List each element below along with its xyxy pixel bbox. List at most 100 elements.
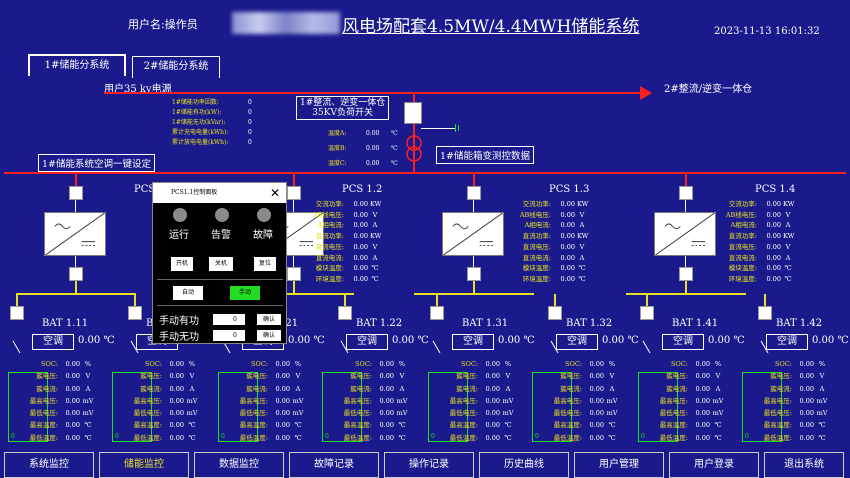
pcs-ac-breaker[interactable] (467, 186, 481, 200)
ac-temperature: 0.00 ℃ (392, 335, 429, 346)
bat-breaker[interactable] (640, 306, 654, 320)
battery-cell-icon[interactable]: 0 (218, 372, 258, 442)
pcs-data-unit: V (372, 210, 378, 219)
dest-label: 2#整流/逆变一体仓 (664, 84, 753, 95)
bat-data-key: 最低电压: (449, 409, 478, 418)
meter-key: 累计充电电量(kWh): (172, 129, 229, 136)
pcs-dc-breaker[interactable] (679, 267, 693, 281)
active-power-confirm-button[interactable]: 确认 (257, 314, 281, 325)
bat-data-value: 0.00 (799, 372, 814, 381)
pcs-dc-breaker[interactable] (69, 267, 83, 281)
bat-data-unit: ℃ (294, 421, 302, 430)
battery-cell-icon[interactable]: 0 (322, 372, 362, 442)
pcs-converter-icon[interactable] (654, 212, 716, 256)
bat-data-key: 最高电压: (449, 396, 478, 405)
ac-button[interactable]: 空调 (452, 334, 494, 350)
load-switch[interactable] (404, 102, 422, 124)
bat-breaker[interactable] (758, 306, 772, 320)
reset-button[interactable]: 复位 (254, 257, 276, 271)
bat-breaker[interactable] (128, 306, 142, 320)
close-icon[interactable]: ✕ (269, 186, 280, 200)
pcs-converter-icon[interactable] (442, 212, 504, 256)
transformer-data-button[interactable]: 1#储能箱变测控数据 (436, 146, 535, 164)
battery-cell-icon[interactable]: 0 (428, 372, 468, 442)
pcs-dc-breaker[interactable] (467, 267, 481, 281)
switch-label-line1: 1#整流、逆变一体仓 (300, 98, 386, 108)
pcs-feeder-line (473, 173, 475, 187)
pcs-ac-breaker[interactable] (69, 186, 83, 200)
reactive-power-input[interactable]: 0 (213, 330, 245, 341)
manual-mode-button[interactable]: 手动 (230, 286, 260, 300)
battery-cell-icon[interactable]: 0 (8, 372, 48, 442)
pcs-converter-icon[interactable] (44, 212, 106, 256)
bat-breaker[interactable] (338, 306, 352, 320)
power-on-button[interactable]: 开机 (171, 257, 193, 271)
nav-button[interactable]: 用户登录 (669, 452, 759, 478)
bat-data-value: 0.00 (589, 384, 604, 393)
bat-data-row: 最高温度:0.00℃ (128, 419, 198, 431)
ac-button[interactable]: 空调 (32, 334, 74, 350)
bat-switch-icon[interactable] (12, 340, 21, 354)
cell-value: 0 (115, 433, 119, 440)
bat-data-unit: ℃ (84, 433, 92, 442)
bat-data-value: 0.00 (695, 409, 710, 418)
bat-data-value: 0.00 (695, 421, 710, 430)
pcs-feeder-line (293, 173, 295, 187)
nav-button[interactable]: 历史曲线 (479, 452, 569, 478)
bat-data-unit: mV (816, 409, 828, 418)
bat-data-key: 簇电压: (36, 372, 58, 381)
nav-button[interactable]: 退出系统 (764, 452, 844, 478)
bat-data-unit: mV (292, 409, 304, 418)
meter-key: 1#储能无功(kVar): (172, 119, 226, 126)
nav-button[interactable]: 数据监控 (194, 452, 284, 478)
tab-subsystem-2[interactable]: 2#储能分系统 (132, 56, 220, 78)
nav-button[interactable]: 储能监控 (99, 452, 189, 478)
nav-button[interactable]: 故障记录 (289, 452, 379, 478)
pcs-dc-breaker[interactable] (287, 267, 301, 281)
bat-switch-icon[interactable] (432, 340, 441, 354)
nav-button[interactable]: 系统监控 (4, 452, 94, 478)
tab-subsystem-1[interactable]: 1#储能分系统 (28, 54, 126, 76)
pcs-data-value: 0.00 (353, 274, 368, 283)
auto-mode-button[interactable]: 自动 (173, 286, 203, 300)
bat-data-unit: % (398, 360, 406, 368)
bat-breaker[interactable] (548, 306, 562, 320)
ac-button[interactable]: 空调 (556, 334, 598, 350)
pcs-data-value: 0.00 (353, 253, 368, 262)
bat-switch-icon[interactable] (642, 340, 651, 354)
pcs-ac-breaker[interactable] (679, 186, 693, 200)
ac-button[interactable]: 空调 (662, 334, 704, 350)
active-power-input[interactable]: 0 (213, 314, 245, 325)
bat-title: BAT 1.32 (566, 318, 613, 329)
bat-data-value: 0.00 (799, 360, 814, 368)
battery-cell-icon[interactable]: 0 (638, 372, 678, 442)
power-off-button[interactable]: 关机 (209, 257, 233, 271)
bat-breaker[interactable] (10, 306, 24, 320)
ac-button[interactable]: 空调 (766, 334, 808, 350)
battery-cell-icon[interactable]: 0 (532, 372, 572, 442)
bat-data-key: 最低电压: (763, 409, 792, 418)
bat-data-value: 0.00 (65, 409, 80, 418)
nav-button[interactable]: 用户管理 (574, 452, 664, 478)
bat-data-row: 最低温度:0.00℃ (338, 432, 408, 444)
bat-data-key: SOC: (565, 360, 582, 368)
nav-button[interactable]: 操作记录 (384, 452, 474, 478)
pcs-feeder-line (75, 173, 77, 187)
ac-button[interactable]: 空调 (346, 334, 388, 350)
ac-temperature: 0.00 ℃ (498, 335, 535, 346)
hvac-setup-button[interactable]: 1#储能系统空调一键设定 (38, 154, 156, 172)
battery-cell-icon[interactable]: 0 (742, 372, 782, 442)
bat-breaker[interactable] (430, 306, 444, 320)
battery-cell-icon[interactable]: 0 (112, 372, 152, 442)
pcs-data-value: 0.00 (560, 264, 575, 273)
reactive-power-confirm-button[interactable]: 确认 (257, 330, 281, 341)
pcs-ac-breaker[interactable] (287, 186, 301, 200)
